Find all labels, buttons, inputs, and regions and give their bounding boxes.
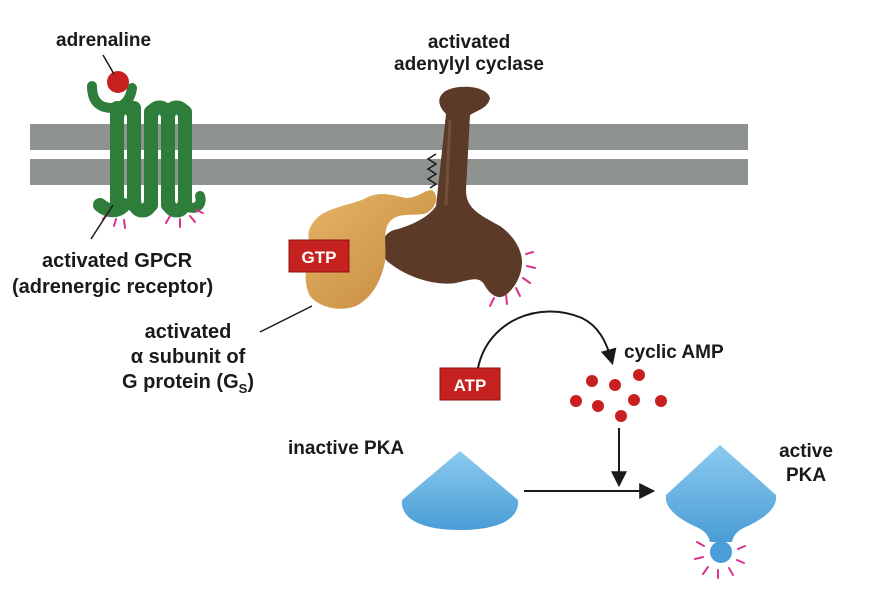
active-pka-label: active PKA: [770, 440, 842, 488]
g-alpha-label-subscript: S: [238, 381, 248, 396]
adrenaline-pointer: [102, 54, 115, 75]
gpcr-label: activated GPCR (adrenergic receptor): [12, 248, 213, 300]
g-alpha-pointer: [259, 305, 313, 333]
lipid-anchor: [426, 153, 438, 189]
adenylyl-cyclase-label-line1: activated: [427, 32, 511, 53]
g-alpha-label-line3-end: ): [247, 371, 254, 393]
atp-label: ATP: [454, 376, 487, 395]
pka-activity-marks: [694, 541, 746, 579]
inactive-pka-label: inactive PKA: [288, 438, 405, 459]
adenylyl-cyclase-label: activated adenylyl cyclase: [389, 32, 549, 76]
g-alpha-label-line1: activated: [144, 321, 232, 343]
gpcr-label-line1: activated GPCR: [42, 250, 193, 272]
g-alpha-label-line3-main: G protein (G: [121, 371, 239, 393]
adenylyl-cyclase: [381, 86, 522, 298]
gpcr-receptor: [87, 81, 206, 218]
atp-conversion-arrow: [477, 310, 617, 369]
cyclic-amp-molecules: [570, 369, 667, 422]
cyclic-amp-label: cyclic AMP: [624, 342, 724, 363]
adrenaline-label: adrenaline: [56, 30, 152, 51]
g-alpha-label: activated α subunit of G protein (GS): [118, 320, 258, 401]
gpcr-label-line2: (adrenergic receptor): [12, 276, 214, 298]
g-alpha-subunit: [305, 190, 437, 309]
active-pka: [665, 445, 777, 563]
cyclase-activity-marks: [489, 251, 536, 307]
adenylyl-cyclase-label-line2: adenylyl cyclase: [394, 54, 544, 75]
adrenaline-molecule: [107, 71, 129, 93]
g-alpha-label-line2: α subunit of: [130, 346, 246, 368]
active-pka-label-line2: PKA: [785, 465, 827, 486]
gtp-label: GTP: [302, 248, 337, 267]
atp-badge: ATP: [439, 367, 501, 401]
gtp-badge: GTP: [288, 239, 350, 273]
active-pka-label-line1: active: [779, 441, 833, 462]
inactive-pka: [401, 451, 519, 530]
g-alpha-label-line3: G protein (GS): [118, 370, 258, 401]
gpcr-pointer: [90, 204, 114, 240]
